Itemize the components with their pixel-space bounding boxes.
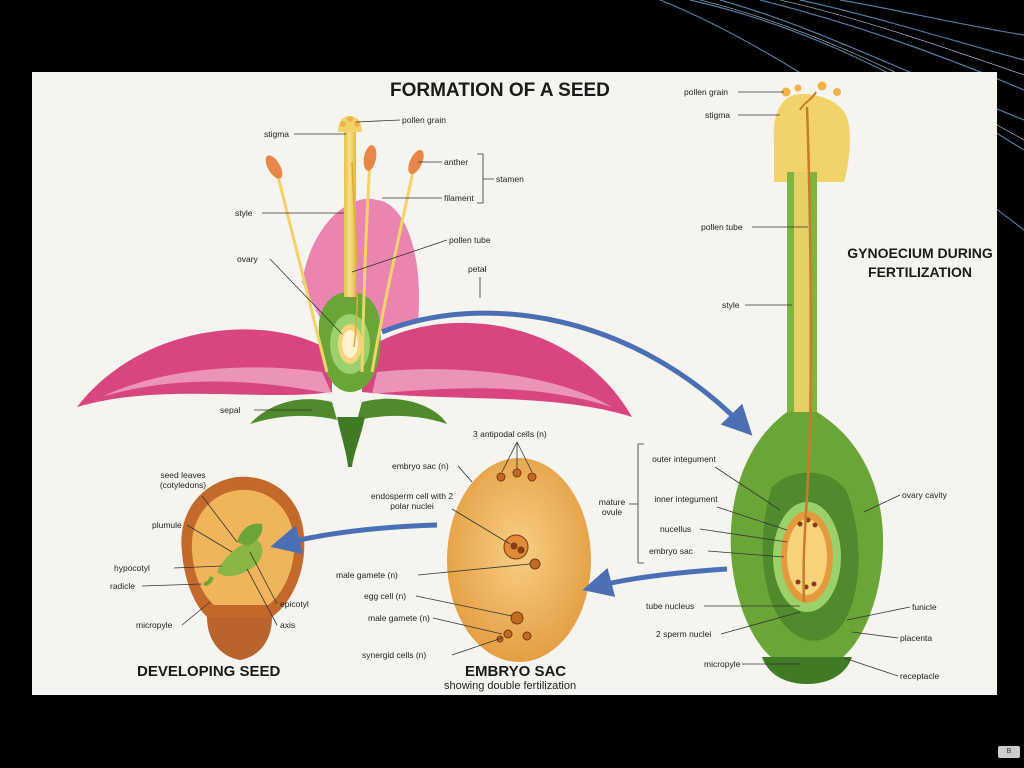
arrow-flower-to-gynoecium — [381, 310, 753, 436]
label-pollen-grain: pollen grain — [402, 115, 446, 125]
arrow-gynoecium-to-embryo-sac — [582, 566, 728, 597]
label-epicotyl: epicotyl — [280, 599, 309, 609]
seed-formation-diagram — [77, 81, 911, 684]
label-receptacle: receptacle — [900, 671, 940, 681]
label-antipodal-cells: 3 antipodal cells (n) — [473, 429, 547, 439]
label-filament: filament — [444, 193, 474, 203]
label-gyno-stigma: stigma — [705, 110, 731, 120]
label-male-gamete-1: male gamete (n) — [336, 570, 398, 580]
label-anther: anther — [444, 157, 469, 167]
label-sac-embryo-sac: embryo sac (n) — [392, 461, 449, 471]
label-stigma: stigma — [264, 129, 290, 139]
main-title: FORMATION OF A SEED — [390, 80, 610, 101]
flower-illustration — [77, 116, 632, 467]
label-inner-integument: inner integument — [654, 494, 718, 504]
developing-seed-title: DEVELOPING SEED — [137, 663, 281, 680]
label-placenta: placenta — [900, 633, 933, 643]
label-plumule: plumule — [152, 520, 182, 530]
process-arrows — [270, 310, 753, 597]
developing-seed-illustration — [181, 476, 305, 660]
label-radicle: radicle — [110, 581, 136, 591]
label-gyno-micropyle: micropyle — [704, 659, 741, 669]
label-endosperm-cell: endosperm cell with 2 polar nuclei — [370, 491, 454, 511]
label-petal: petal — [468, 264, 487, 274]
label-seed-leaves: seed leaves (cotyledons) — [159, 470, 207, 490]
label-synergid-cells: synergid cells (n) — [362, 650, 427, 660]
label-male-gamete-2: male gamete (n) — [368, 613, 430, 623]
label-funicle: funicle — [912, 602, 937, 612]
label-seed-micropyle: micropyle — [136, 620, 173, 630]
label-sepal: sepal — [220, 405, 241, 415]
gynoecium-illustration — [730, 81, 884, 684]
label-gyno-style: style — [722, 300, 740, 310]
label-axis: axis — [280, 620, 296, 630]
label-sperm-nuclei: 2 sperm nuclei — [656, 629, 712, 639]
label-mature-ovule: mature ovule — [598, 497, 626, 517]
label-gyno-pollen-grain: pollen grain — [684, 87, 728, 97]
label-gyno-pollen-tube: pollen tube — [701, 222, 743, 232]
embryo-sac-subtitle: showing double fertilization — [444, 680, 577, 692]
label-style: style — [235, 208, 253, 218]
label-ovary: ovary — [237, 254, 258, 264]
label-nucellus: nucellus — [660, 524, 692, 534]
corner-badge: B — [998, 746, 1020, 758]
label-outer-integument: outer integument — [652, 454, 716, 464]
label-hypocotyl: hypocotyl — [114, 563, 150, 573]
label-tube-nucleus: tube nucleus — [646, 601, 695, 611]
gynoecium-title: GYNOECIUM DURING FERTILIZATION — [847, 245, 993, 280]
label-gyno-embryo-sac: embryo sac — [649, 546, 693, 556]
label-stamen: stamen — [496, 174, 524, 184]
arrow-embryo-sac-to-seed — [270, 522, 438, 555]
embryo-sac-illustration — [447, 458, 591, 662]
leader-lines — [141, 91, 911, 677]
diagram-slide: FORMATION OF A SEED GYNOECIUM DURING FER… — [32, 72, 997, 695]
label-egg-cell: egg cell (n) — [364, 591, 407, 601]
label-ovary-cavity: ovary cavity — [902, 490, 947, 500]
embryo-sac-title: EMBRYO SAC — [465, 663, 567, 680]
label-pollen-tube: pollen tube — [449, 235, 491, 245]
